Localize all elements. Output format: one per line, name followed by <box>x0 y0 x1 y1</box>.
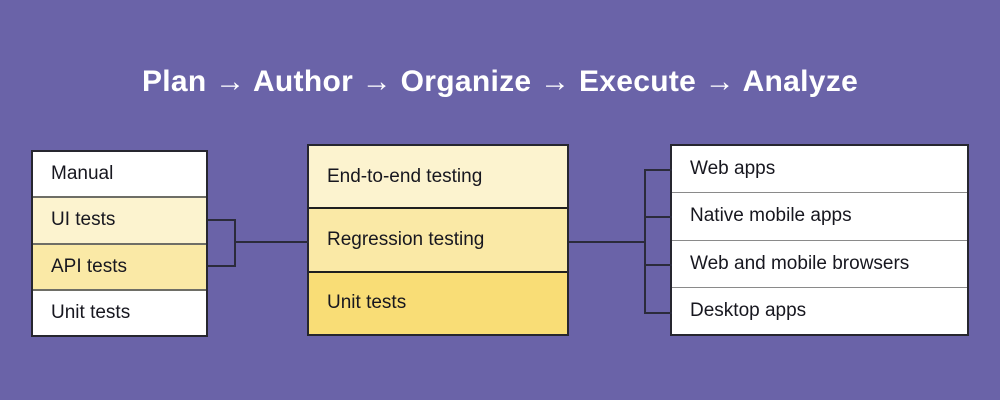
connector-ui-tests-stub <box>208 219 236 221</box>
row-web-apps: Web apps <box>672 146 967 193</box>
connector-native-mobile-apps-stub <box>646 216 672 218</box>
row-desktop-apps: Desktop apps <box>672 286 967 334</box>
row-regression-testing: Regression testing <box>309 207 567 271</box>
connector-web-apps-stub <box>646 169 672 171</box>
connector-main-left <box>236 241 309 243</box>
row-end-to-end-testing: End-to-end testing <box>309 146 567 208</box>
connector-web-mobile-browsers-stub <box>646 264 672 266</box>
row-native-mobile-apps: Native mobile apps <box>672 192 967 240</box>
page-title: Plan → Author → Organize → Execute → Ana… <box>141 65 859 98</box>
row-unit-tests-middle: Unit tests <box>309 270 567 334</box>
row-manual: Manual <box>33 152 206 197</box>
row-ui-tests: UI tests <box>33 196 206 243</box>
platforms-box: Web apps Native mobile apps Web and mobi… <box>670 144 969 336</box>
row-api-tests: API tests <box>33 242 206 289</box>
connector-main-right <box>569 241 646 243</box>
connector-right-bracket <box>644 169 646 314</box>
testing-categories-box: End-to-end testing Regression testing Un… <box>307 144 569 336</box>
row-unit-tests: Unit tests <box>33 288 206 335</box>
connector-left-bracket <box>234 219 236 267</box>
test-types-box: Manual UI tests API tests Unit tests <box>31 150 208 337</box>
connector-desktop-apps-stub <box>646 312 672 314</box>
row-web-and-mobile-browsers: Web and mobile browsers <box>672 239 967 287</box>
connector-api-tests-stub <box>208 265 236 267</box>
